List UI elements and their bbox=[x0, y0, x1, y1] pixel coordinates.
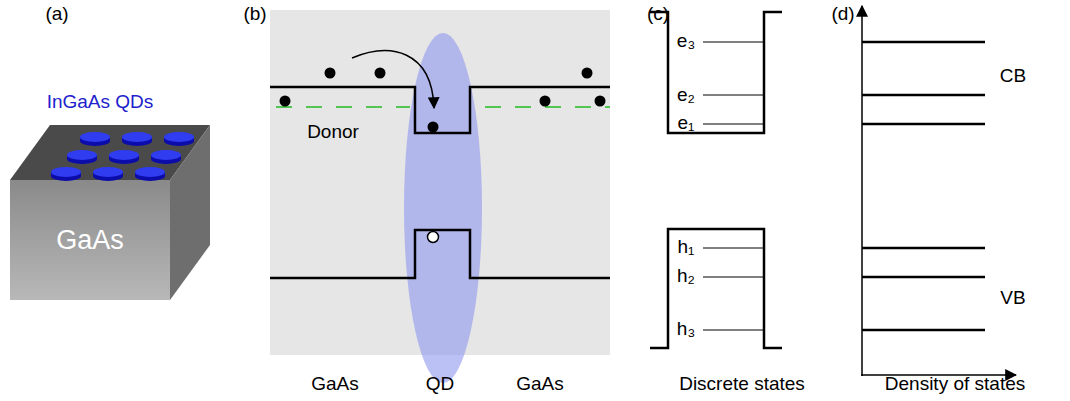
qd-top bbox=[67, 150, 97, 160]
hole bbox=[428, 232, 439, 243]
vb-well bbox=[650, 229, 782, 348]
front-face bbox=[10, 180, 170, 300]
panel-letter: (c) bbox=[647, 4, 669, 23]
cb-well bbox=[650, 12, 782, 133]
qd-top bbox=[109, 150, 139, 160]
qd-top bbox=[164, 132, 194, 142]
block-label: GaAs bbox=[56, 225, 124, 256]
donor-level bbox=[276, 106, 610, 108]
qd-top bbox=[80, 132, 110, 142]
state-label: e₁ bbox=[678, 113, 695, 132]
band-label: CB bbox=[1000, 66, 1026, 85]
qd-top bbox=[51, 167, 81, 177]
panel-caption: Density of states bbox=[885, 374, 1025, 393]
substrate-block: GaAs bbox=[10, 180, 170, 300]
capture-arrow bbox=[352, 51, 434, 108]
panel-letter: (a) bbox=[45, 4, 68, 23]
state-label: h₂ bbox=[677, 266, 695, 285]
qd-label: InGaAs QDs bbox=[47, 92, 154, 111]
region-label: QD bbox=[426, 374, 455, 393]
valence-band bbox=[270, 230, 610, 278]
quantum-dots bbox=[51, 132, 194, 181]
region-label: GaAs bbox=[516, 374, 564, 393]
dos-deltas bbox=[862, 42, 985, 330]
y-axis bbox=[861, 6, 863, 376]
state-levels bbox=[703, 42, 764, 330]
donor-label: Donor bbox=[307, 122, 359, 141]
state-label: e₃ bbox=[677, 31, 695, 50]
panel-caption: Discrete states bbox=[679, 374, 805, 393]
qd-top bbox=[135, 167, 165, 177]
qd-top bbox=[151, 150, 181, 160]
qd-top bbox=[122, 132, 152, 142]
band-label: VB bbox=[1000, 288, 1025, 307]
side-face bbox=[170, 125, 210, 300]
qd-top bbox=[93, 167, 123, 177]
state-label: h₃ bbox=[677, 319, 695, 338]
panel-letter: (b) bbox=[243, 4, 266, 23]
panel-letter: (d) bbox=[831, 4, 854, 23]
region-label: GaAs bbox=[311, 374, 359, 393]
state-label: e₂ bbox=[677, 85, 695, 104]
qd-wavefunction bbox=[404, 33, 482, 383]
state-label: h₁ bbox=[678, 237, 695, 256]
